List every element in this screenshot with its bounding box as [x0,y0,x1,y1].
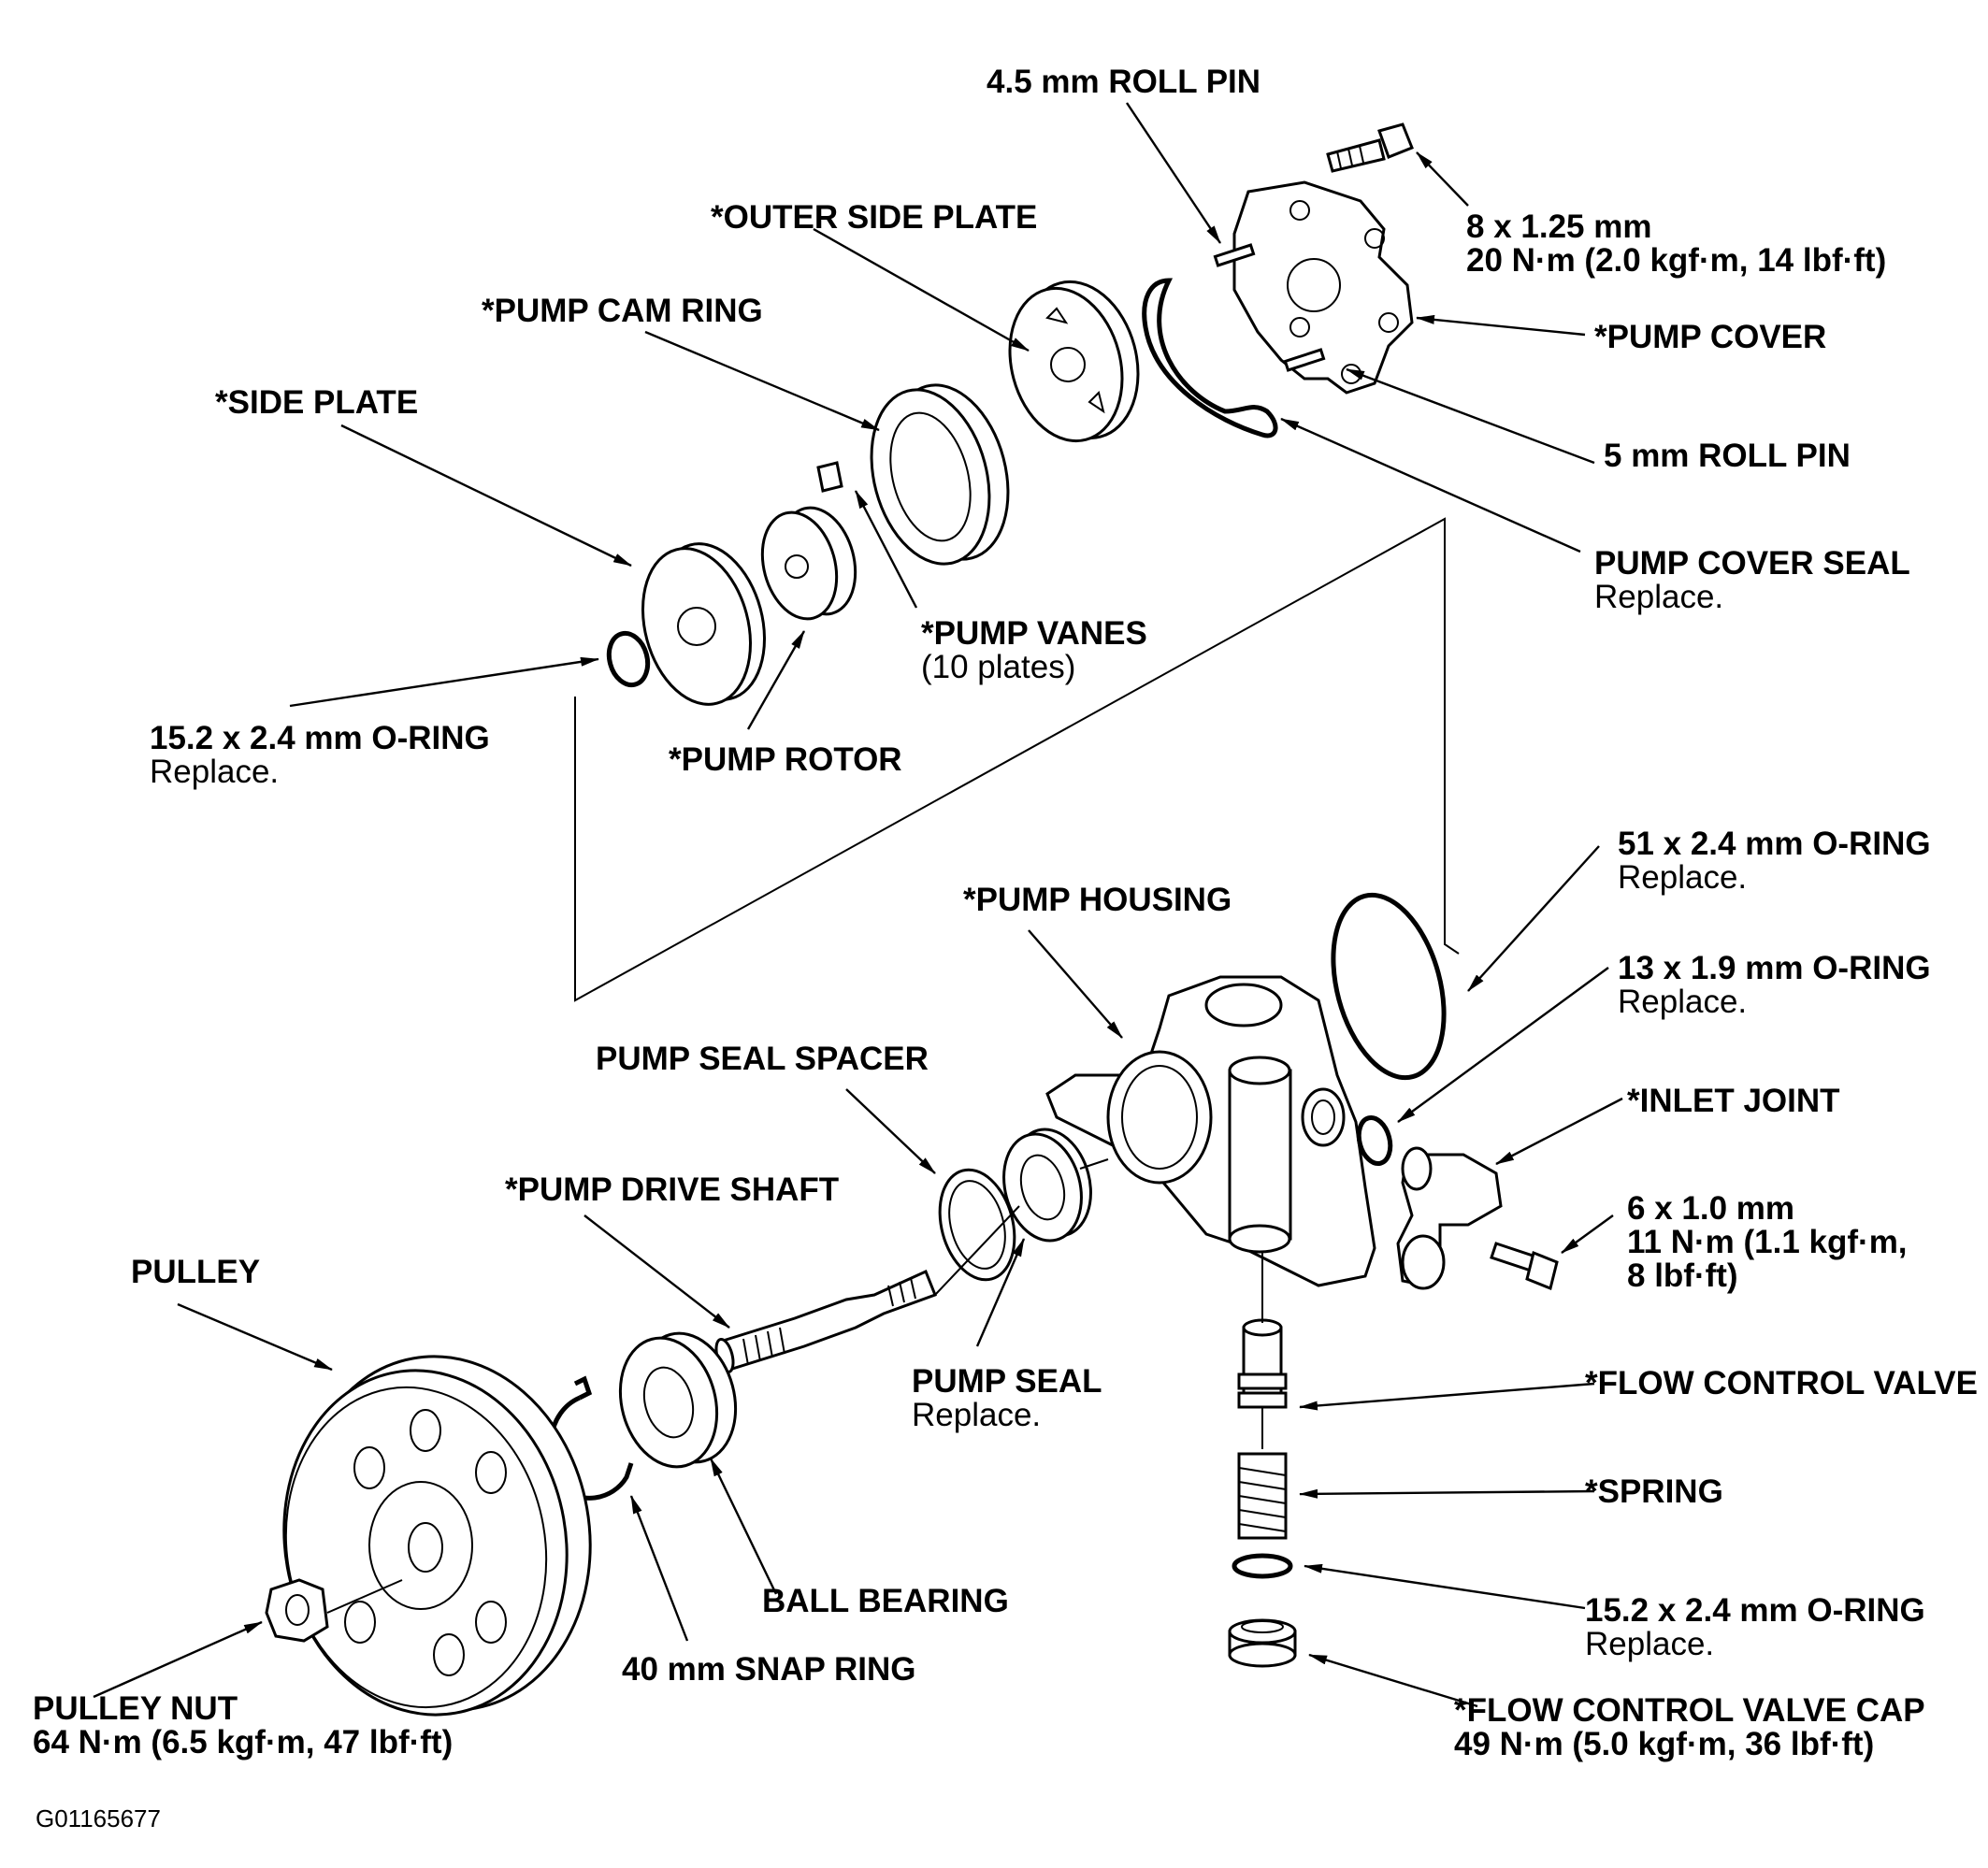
label-pulley: PULLEY [131,1256,260,1289]
pump-cover [1213,180,1414,395]
label-inlet-joint: *INLET JOINT [1627,1085,1840,1118]
label-text: PULLEY [131,1254,261,1290]
label-text: *SPRING [1585,1473,1723,1510]
label-oring-152-bottom: 15.2 x 2.4 mm O-RING Replace. [1585,1594,1925,1661]
oring-152-bottom [1232,1553,1293,1579]
oring-51 [1331,892,1447,1081]
label-text: 15.2 x 2.4 mm O-RING [1585,1592,1925,1629]
label-ball-bearing: BALL BEARING [762,1585,1009,1618]
pump-drive-shaft [714,1269,937,1374]
label-text: PUMP SEAL SPACER [596,1041,929,1077]
label-torque: 20 N·m (2.0 kgf·m, 14 lbf·ft) [1466,242,1887,279]
label-oring-13: 13 x 1.9 mm O-RING Replace. [1618,952,1931,1019]
assembly-connector [574,517,1460,1002]
label-text: 51 x 2.4 mm O-RING [1618,826,1931,862]
cover-bolt [1326,122,1414,173]
label-pump-seal: PUMP SEAL Replace. [912,1365,1102,1432]
oring-13 [1356,1114,1393,1167]
label-text: *PUMP DRIVE SHAFT [505,1171,840,1208]
label-text: 5 mm ROLL PIN [1604,438,1851,474]
axis-lines [326,1158,1263,1614]
label-side-plate: *SIDE PLATE [215,386,418,420]
label-fcv-cap: *FLOW CONTROL VALVE CAP 49 N·m (5.0 kgf·… [1454,1694,1925,1761]
label-oring-152-top: 15.2 x 2.4 mm O-RING Replace. [150,722,490,789]
label-pulley-nut: PULLEY NUT 64 N·m (6.5 kgf·m, 47 lbf·ft) [33,1692,453,1760]
label-torque: 49 N·m (5.0 kgf·m, 36 lbf·ft) [1454,1726,1875,1762]
label-roll-pin-5: 5 mm ROLL PIN [1604,439,1851,473]
label-oring-51: 51 x 2.4 mm O-RING Replace. [1618,827,1931,895]
flow-control-valve [1237,1318,1288,1409]
label-spring: *SPRING [1585,1475,1723,1509]
label-text: 6 x 1.0 mm [1627,1190,1794,1227]
figure-id: G01165677 [36,1804,161,1832]
label-text: *PUMP ROTOR [669,741,902,778]
inlet-bolt [1490,1242,1559,1291]
label-text: *PUMP COVER [1594,319,1827,355]
flow-control-valve-cap [1228,1618,1297,1668]
label-text: 8 x 1.25 mm [1466,208,1652,245]
inlet-joint [1396,1146,1503,1290]
label-note: Replace. [1585,1626,1715,1662]
label-roll-pin-45: 4.5 mm ROLL PIN [987,65,1261,99]
side-plate [641,542,767,706]
oring-152-top [606,630,651,688]
outer-side-plate [1008,280,1140,443]
label-inlet-bolt: 6 x 1.0 mm 11 N·m (1.1 kgf·m, 8 lbf·ft) [1627,1192,1908,1293]
label-text: *FLOW CONTROL VALVE CAP [1454,1692,1925,1729]
label-note: Replace. [912,1397,1042,1433]
ball-bearing [618,1331,738,1469]
label-note: Replace. [1594,579,1724,615]
label-text: PULLEY NUT [33,1690,238,1727]
label-note: Replace. [150,754,280,790]
label-torque: 11 N·m (1.1 kgf·m, [1627,1224,1908,1260]
label-cover-bolt: 8 x 1.25 mm 20 N·m (2.0 kgf·m, 14 lbf·ft… [1466,210,1886,278]
pulley [282,1355,592,1717]
label-torque: 64 N·m (6.5 kgf·m, 47 lbf·ft) [33,1724,454,1760]
label-text: *PUMP CAM RING [482,293,763,329]
label-text: 40 mm SNAP RING [622,1651,916,1688]
label-text: 15.2 x 2.4 mm O-RING [150,720,490,756]
pump-cam-ring [870,383,1010,566]
label-pump-vanes: *PUMP VANES (10 plates) [921,617,1147,684]
label-pump-rotor: *PUMP ROTOR [669,743,902,777]
leader-lines [93,102,1623,1708]
label-pump-housing: *PUMP HOUSING [963,884,1232,917]
label-pump-cam-ring: *PUMP CAM RING [482,295,763,328]
label-text: *INLET JOINT [1627,1083,1840,1119]
spring [1237,1452,1288,1540]
label-pump-cover: *PUMP COVER [1594,321,1826,354]
pulley-nut [265,1578,329,1643]
pump-vanes [816,461,843,493]
pump-housing [1045,975,1376,1287]
pump-seal [1002,1128,1092,1243]
label-pump-seal-spacer: PUMP SEAL SPACER [596,1042,929,1076]
label-note: Replace. [1618,984,1748,1020]
pump-seal-spacer [938,1168,1016,1282]
label-flow-control-valve: *FLOW CONTROL VALVE [1585,1367,1978,1401]
label-text: *PUMP HOUSING [963,882,1232,918]
label-text: PUMP COVER SEAL [1594,545,1910,582]
label-pump-drive-shaft: *PUMP DRIVE SHAFT [505,1173,839,1207]
label-text: *SIDE PLATE [215,384,419,421]
pump-rotor [760,506,857,621]
pump-cover-seal [1142,278,1278,438]
label-note: (10 plates) [921,649,1076,685]
label-text: 4.5 mm ROLL PIN [987,64,1261,100]
label-outer-side-plate: *OUTER SIDE PLATE [711,201,1037,235]
label-text: BALL BEARING [762,1583,1009,1619]
label-torque-cont: 8 lbf·ft) [1627,1257,1738,1294]
label-pump-cover-seal: PUMP COVER SEAL Replace. [1594,547,1910,614]
label-text: *OUTER SIDE PLATE [711,199,1038,236]
label-text: 13 x 1.9 mm O-RING [1618,950,1931,986]
label-note: Replace. [1618,859,1748,896]
label-text: *FLOW CONTROL VALVE [1585,1365,1978,1401]
label-text: *PUMP VANES [921,615,1147,652]
label-text: PUMP SEAL [912,1363,1102,1400]
label-snap-ring: 40 mm SNAP RING [622,1653,915,1687]
